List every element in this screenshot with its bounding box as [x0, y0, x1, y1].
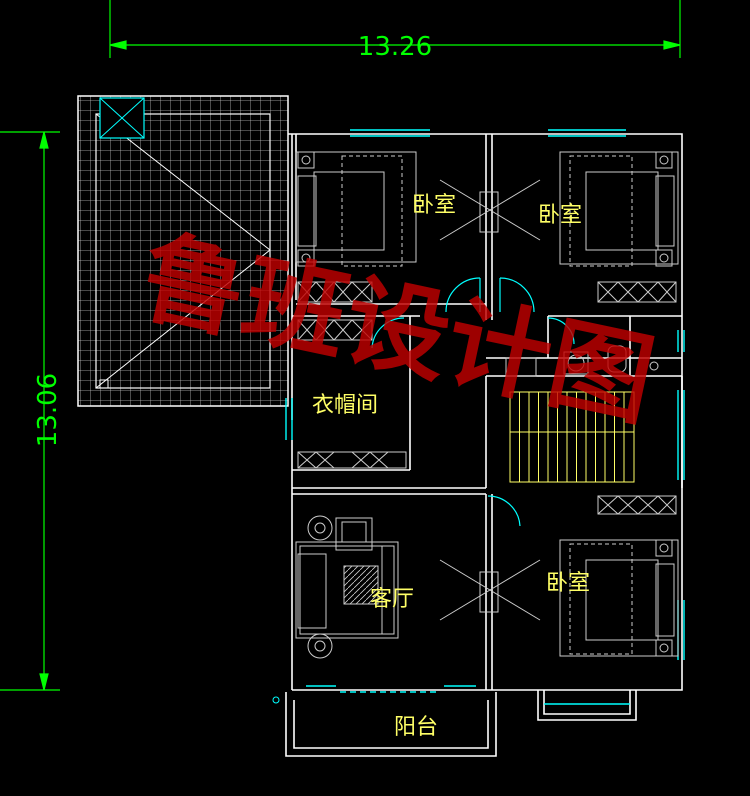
bathroom-fixtures	[505, 345, 659, 377]
dimension-left: 13.06	[0, 131, 63, 691]
dimension-width-label: 13.26	[358, 32, 432, 62]
dimension-height-label: 13.06	[33, 373, 63, 447]
bed-se	[559, 539, 679, 657]
wardrobe-nw	[297, 281, 373, 303]
room-label-bedroom-se: 卧室	[546, 571, 590, 596]
staircase	[509, 391, 635, 483]
room-label-living-room: 客厅	[370, 587, 414, 612]
wardrobe-se	[597, 495, 677, 515]
cloakroom-shelves	[297, 319, 407, 469]
windows	[285, 129, 685, 705]
room-label-bedroom-nw: 卧室	[412, 193, 456, 218]
doors	[371, 277, 575, 527]
marker	[272, 696, 280, 704]
bed-nw	[295, 151, 417, 267]
closet-center	[439, 179, 541, 241]
closet-se	[439, 559, 541, 621]
watermark: 鲁班设计图	[131, 218, 664, 441]
room-label-balcony: 阳台	[394, 715, 438, 740]
wardrobe-ne	[597, 281, 677, 303]
dimension-top: 13.26	[109, 0, 681, 62]
living-furniture	[295, 515, 399, 659]
room-label-cloakroom: 衣帽间	[312, 393, 378, 418]
room-label-bedroom-ne: 卧室	[538, 203, 582, 228]
roof-terrace	[77, 95, 289, 407]
walls	[285, 133, 683, 757]
bed-ne	[559, 151, 679, 267]
